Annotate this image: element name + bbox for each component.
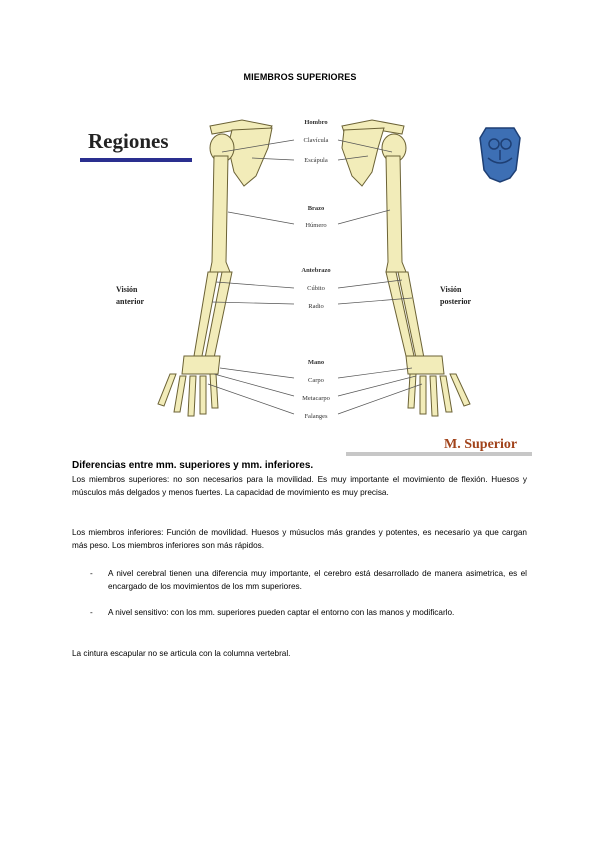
differences-list: - A nivel cerebral tienen una diferencia… (90, 568, 527, 634)
label-clavicula: Clavícula (304, 137, 329, 144)
right-view-line1: Visión (440, 285, 462, 294)
label-metacarpo: Metacarpo (302, 395, 330, 402)
label-mano: Mano (308, 359, 324, 366)
section-heading: Diferencias entre mm. superiores y mm. i… (72, 460, 313, 471)
list-item-text: A nivel sensitivo: con los mm. superiore… (108, 607, 527, 620)
paragraph-inferiores: Los miembros inferiores: Función de movi… (72, 527, 527, 552)
left-view-line1: Visión (116, 285, 138, 294)
page-title: MIEMBROS SUPERIORES (0, 72, 600, 82)
list-item: - A nivel cerebral tienen una diferencia… (90, 568, 527, 593)
figure-heading: Regiones (88, 129, 169, 153)
figure-footer: M. Superior (444, 437, 517, 452)
list-item-text: A nivel cerebral tienen una diferencia m… (108, 568, 527, 593)
label-antebrazo: Antebrazo (301, 267, 330, 274)
emblem-icon (480, 128, 520, 182)
bullet-marker: - (90, 607, 108, 620)
label-carpo: Carpo (308, 377, 324, 384)
arm-skeleton-illustration: Regiones (72, 112, 532, 458)
closing-paragraph: La cintura escapular no se articula con … (72, 648, 527, 661)
label-escapula: Escápula (304, 157, 328, 164)
label-falanges: Falanges (304, 413, 328, 420)
right-arm-bones (342, 120, 470, 416)
heading-underline (80, 158, 192, 162)
bullet-marker: - (90, 568, 108, 593)
list-item: - A nivel sensitivo: con los mm. superio… (90, 607, 527, 620)
footer-bar (346, 452, 532, 456)
paragraph-superiores: Los miembros superiores: no son necesari… (72, 474, 527, 499)
regions-figure: Regiones (72, 112, 532, 458)
left-arm-bones (158, 120, 272, 416)
label-brazo: Brazo (308, 205, 325, 212)
label-hombro: Hombro (304, 119, 327, 126)
left-view-line2: anterior (116, 297, 144, 306)
right-view-line2: posterior (440, 297, 472, 306)
label-radio: Radio (308, 303, 324, 310)
label-humero: Húmero (305, 222, 326, 229)
label-cubito: Cúbito (307, 285, 325, 292)
